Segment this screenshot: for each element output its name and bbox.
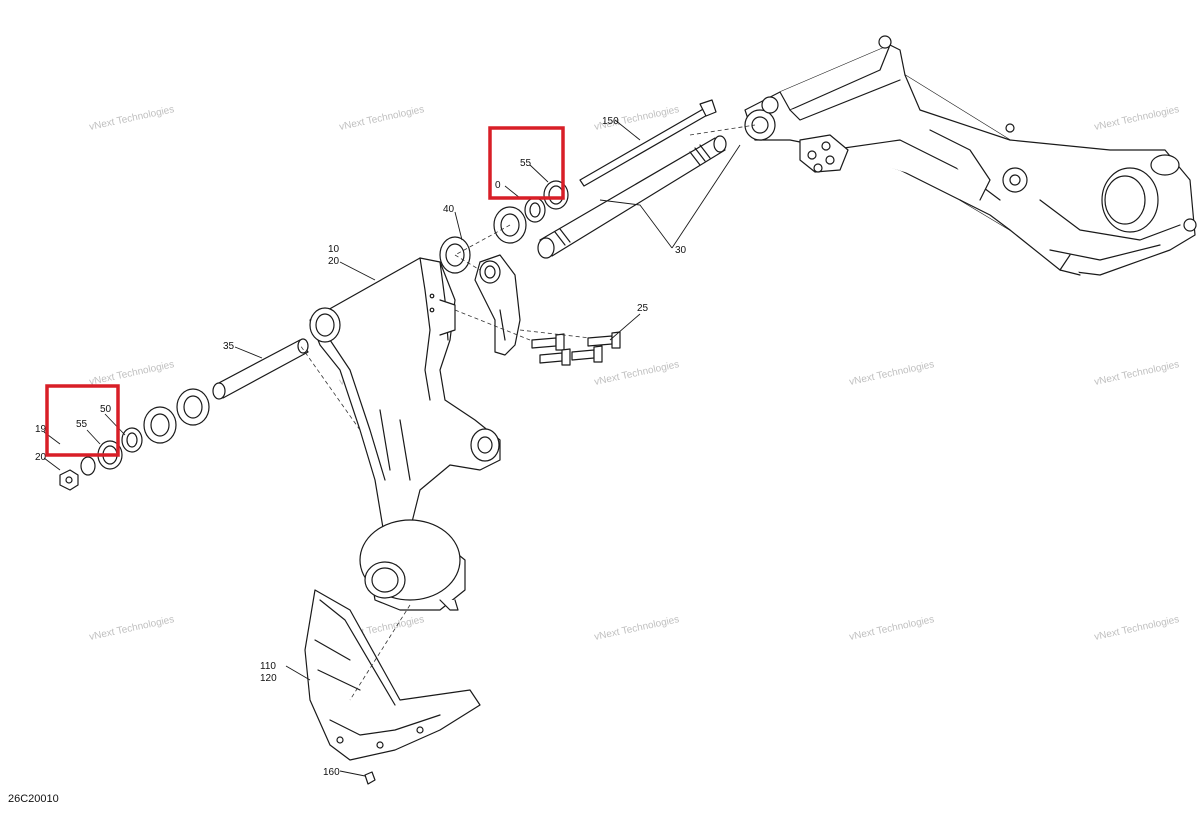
skid-plate — [304, 589, 481, 761]
rocker-link — [474, 254, 521, 356]
watermark: vNext Technologies — [848, 359, 935, 388]
front-swing-arm — [309, 257, 501, 611]
callout-19: 19 — [35, 424, 47, 435]
watermark: vNext Technologies — [88, 359, 175, 388]
assembly-lines — [299, 124, 756, 701]
callout-50: 50 — [100, 404, 112, 415]
splined-shaft — [537, 135, 727, 259]
callout-10: 10 — [328, 244, 340, 255]
watermark: vNext Technologies — [1093, 614, 1180, 643]
pivot-tube — [212, 338, 309, 400]
watermark: vNext Technologies — [1093, 104, 1180, 133]
callout-55-lower: 55 — [76, 419, 88, 430]
callout-20: 20 — [328, 256, 340, 267]
callout-40: 40 — [443, 204, 455, 215]
red-highlight-frame — [45, 384, 120, 457]
callout-150: 150 — [602, 116, 619, 127]
callout-numbers: 10 20 40 30 25 35 150 19 20 110 120 160 — [35, 116, 687, 778]
callout-110: 110 — [260, 661, 276, 672]
watermark: vNext Technologies — [88, 614, 175, 643]
callout-0: 0 — [495, 180, 501, 191]
watermark: vNext Technologies — [593, 359, 680, 388]
callout-30: 30 — [675, 245, 687, 256]
watermark: vNext Technologies — [593, 614, 680, 643]
callout-35: 35 — [223, 341, 235, 352]
watermark: vNext Technologies — [848, 614, 935, 643]
highlight-box-upper: 55 0 — [488, 126, 565, 200]
watermark: vNext Technologies — [338, 104, 425, 133]
highlight-box-lower: 50 55 — [45, 384, 120, 457]
callout-120: 120 — [260, 673, 277, 684]
lower-bearing-stack — [59, 388, 210, 491]
long-bolt — [579, 99, 717, 187]
watermark: vNext Technologies — [1093, 359, 1180, 388]
drawing-id: 26C20010 — [8, 793, 59, 805]
small-fastener — [364, 771, 376, 785]
callout-20-lower: 20 — [35, 452, 47, 463]
flange-bolts — [531, 331, 621, 366]
leader-lines — [43, 119, 741, 777]
watermark: vNext Technologies — [88, 104, 175, 133]
callout-55-upper: 55 — [520, 158, 532, 169]
red-highlight-frame — [488, 126, 565, 200]
callout-25: 25 — [637, 303, 649, 314]
callout-160: 160 — [323, 767, 340, 778]
rear-swing-arm — [744, 35, 1197, 276]
